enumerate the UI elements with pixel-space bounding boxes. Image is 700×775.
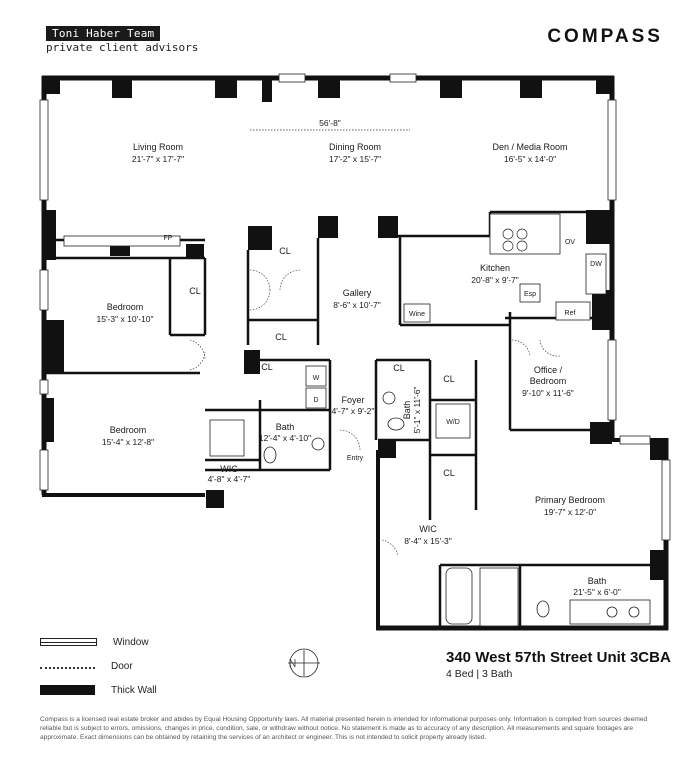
entry-label: Entry	[347, 455, 364, 462]
refrigerator	[555, 301, 591, 321]
room-name-den-media-room: Den / Media Room	[492, 142, 567, 152]
compass-north-icon	[288, 648, 320, 678]
dishwasher	[585, 253, 607, 295]
room-dim-wic-1: 4'-8" x 4'-7"	[208, 474, 251, 484]
washer-dryer	[435, 403, 471, 439]
team-tagline: private client advisors	[46, 41, 199, 54]
room-name-gallery: Gallery	[343, 288, 372, 298]
door-swings	[189, 269, 561, 557]
room-dim-gallery: 8'-6" x 10'-7"	[333, 300, 381, 310]
room-name-office-line2: Bedroom	[530, 376, 567, 386]
room-name-dining-room: Dining Room	[329, 142, 381, 152]
fireplace-mantel	[63, 235, 181, 247]
thick-wall-blocks	[42, 76, 668, 580]
closet-label: CL	[189, 286, 201, 296]
closet-label: CL	[393, 363, 405, 373]
toilet-icon	[387, 417, 405, 431]
room-labels: Living Room 21'-7" x 17'-7" Dining Room …	[96, 142, 620, 597]
listing-address: 340 West 57th Street Unit 3CBA	[446, 649, 671, 666]
sink-icon	[311, 437, 325, 451]
room-name-primary-bedroom: Primary Bedroom	[535, 495, 605, 505]
disclaimer: Compass is a licensed real estate broker…	[40, 716, 648, 741]
room-name-living-room: Living Room	[133, 142, 183, 152]
room-name-kitchen: Kitchen	[480, 263, 510, 273]
dishwasher-label: DW	[590, 261, 602, 268]
room-dim-bedroom-1: 15'-3" x 10'-10"	[96, 314, 153, 324]
room-name-foyer: Foyer	[341, 395, 364, 405]
wine-label: Wine	[409, 311, 425, 318]
room-dim-kitchen: 20'-8" x 9'-7"	[471, 275, 519, 285]
room-dim-foyer: 4'-7" x 9'-2"	[332, 406, 375, 416]
dryer	[305, 387, 327, 409]
legend-door-label: Door	[111, 660, 133, 672]
cooktop-burners	[502, 228, 528, 252]
counters	[63, 213, 651, 625]
room-dim-bath-1: 12'-4" x 4'-10"	[259, 433, 311, 443]
room-dim-bedroom-2: 15'-4" x 12'-8"	[102, 437, 154, 447]
room-name-bath-3: Bath	[588, 576, 607, 586]
room-dim-living-room: 21'-7" x 17'-7"	[132, 154, 184, 164]
espresso-label: Esp	[524, 291, 536, 298]
bathtub	[445, 567, 473, 625]
windows	[39, 73, 671, 541]
room-dim-office: 9'-10" x 11'-6"	[522, 388, 574, 398]
sink-icon	[628, 606, 640, 618]
room-name-bath-2: Bath	[402, 401, 412, 420]
sink-icon	[382, 391, 396, 405]
closet-label: CL	[443, 374, 455, 384]
legend: Window Door Thick Wall	[40, 630, 157, 702]
interior-walls	[46, 210, 650, 628]
room-dim-bath-2: 5'-1" x 11'-6"	[412, 387, 422, 434]
plumbing-fixtures	[209, 391, 640, 627]
washer-dryer-label: W/D	[446, 419, 460, 426]
overall-dimension-label: 56'-8"	[319, 118, 341, 128]
room-name-wic-2: WIC	[419, 524, 437, 534]
brokerage-logo: COMPASS	[547, 26, 663, 47]
team-name-badge: Toni Haber Team	[46, 26, 161, 41]
room-name-bedroom-1: Bedroom	[107, 302, 144, 312]
refrigerator-label: Ref	[565, 310, 576, 317]
room-name-bedroom-2: Bedroom	[110, 425, 147, 435]
washer-label: W	[313, 375, 320, 382]
room-dim-den-media-room: 16'-5" x 14'-0"	[504, 154, 556, 164]
toilet-icon	[263, 446, 277, 464]
room-dim-wic-2: 8'-4" x 15'-3"	[404, 536, 452, 546]
room-dim-dining-room: 17'-2" x 15'-7"	[329, 154, 381, 164]
legend-window-label: Window	[113, 636, 149, 648]
fixture-labels: FP OV DW Esp Ref Wine W D W/D Entry	[164, 235, 603, 462]
closet-label: CL	[443, 468, 455, 478]
range-cooktop	[489, 213, 561, 255]
oven-label: OV	[565, 239, 575, 246]
overall-dimension-line: 56'-8"	[250, 118, 410, 131]
room-dim-bath-3: 21'-5" x 6'-0"	[573, 587, 621, 597]
shower-stall	[479, 567, 519, 627]
legend-thick-wall: Thick Wall	[40, 678, 157, 702]
thick-wall-symbol-icon	[40, 685, 95, 695]
legend-thick-wall-label: Thick Wall	[111, 684, 157, 696]
shower-stall	[209, 419, 245, 457]
door-symbol-icon	[40, 667, 95, 669]
sink-icon	[606, 606, 618, 618]
room-name-bath-1: Bath	[276, 422, 295, 432]
closet-labels: CL CL CL CL CL CL CL	[189, 246, 455, 478]
listing-summary: 4 Bed | 3 Bath	[446, 668, 513, 680]
wine-fridge	[403, 303, 431, 323]
room-name-office: Office /	[534, 365, 563, 375]
washer	[305, 365, 327, 387]
legend-door: Door	[40, 654, 157, 678]
legend-window: Window	[40, 630, 157, 654]
dryer-label: D	[313, 397, 318, 404]
toilet-icon	[536, 600, 550, 618]
fireplace-label: FP	[164, 235, 173, 242]
espresso-machine	[519, 283, 541, 303]
closet-label: CL	[275, 332, 287, 342]
window-symbol-icon	[40, 638, 97, 646]
room-name-wic-1: WIC	[220, 464, 238, 474]
closet-label: CL	[261, 362, 273, 372]
closet-label: CL	[279, 246, 291, 256]
room-dim-primary-bedroom: 19'-7" x 12'-0"	[544, 507, 596, 517]
